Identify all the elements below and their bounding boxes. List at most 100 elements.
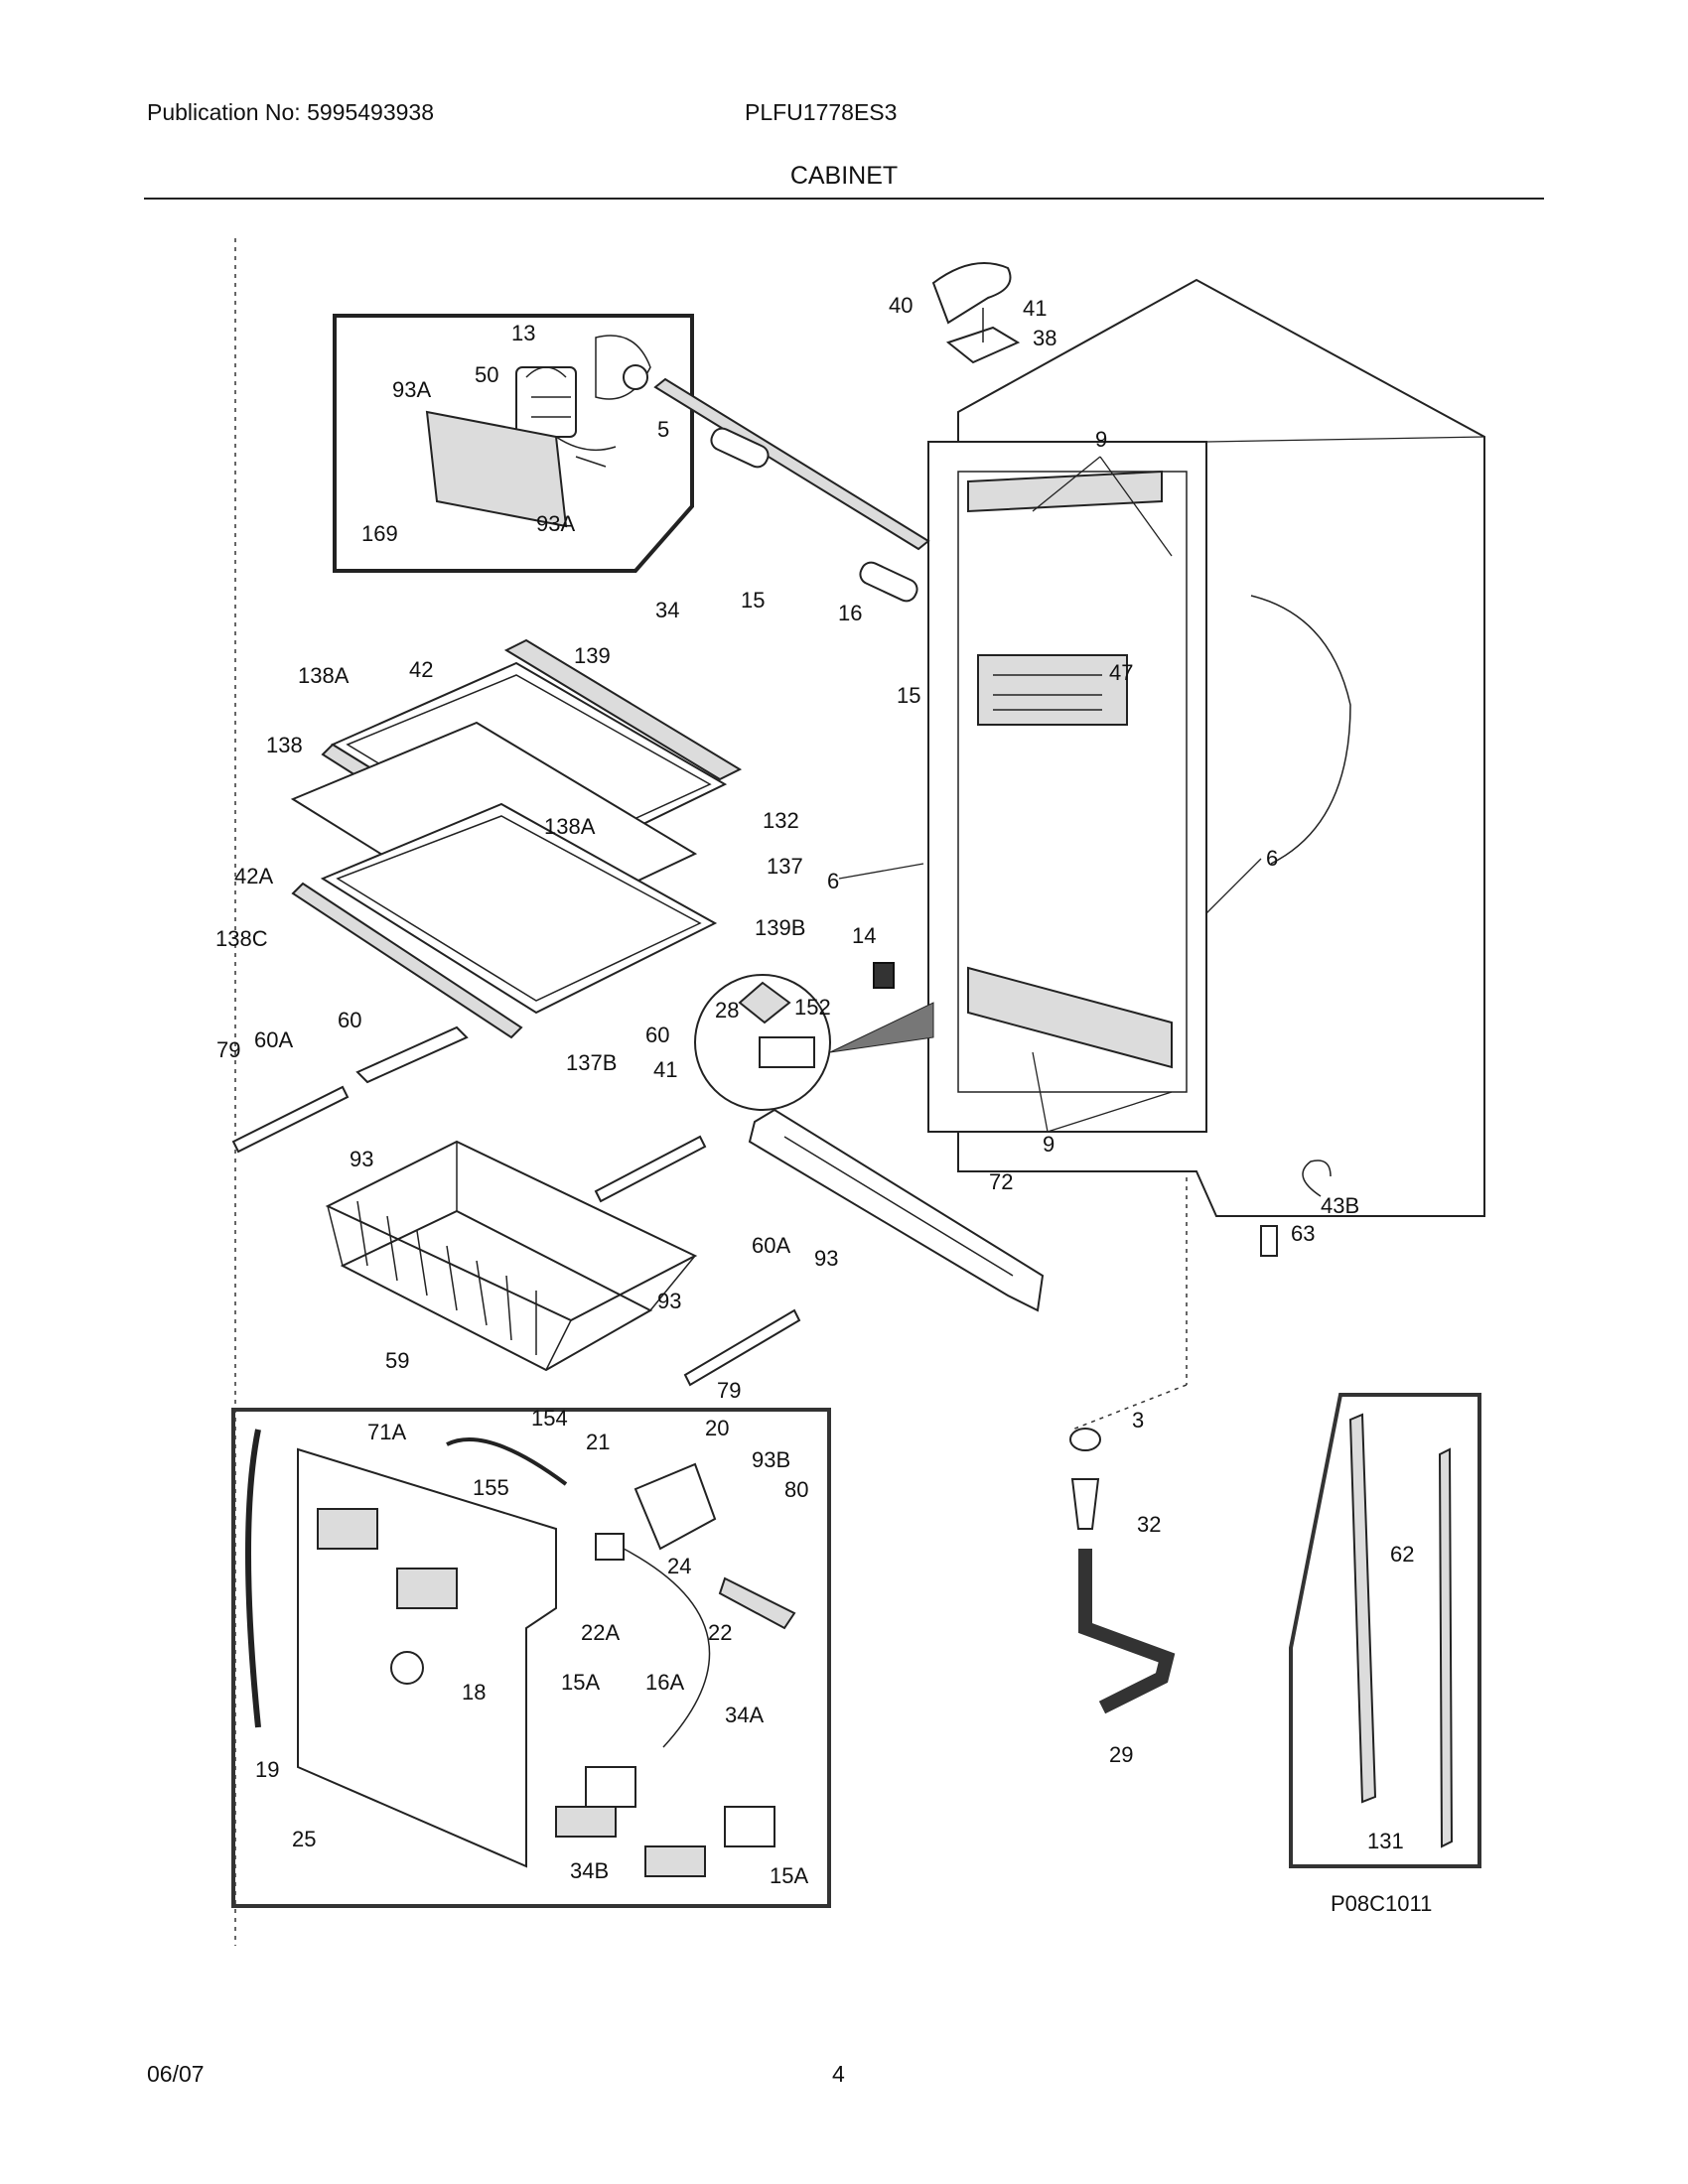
- callout-20: 20: [705, 1416, 729, 1440]
- fan-motor-inset: [333, 314, 694, 573]
- callout-72: 72: [989, 1169, 1013, 1194]
- light-bulb-lower: [859, 561, 918, 603]
- callout-43B: 43B: [1321, 1193, 1359, 1218]
- callout-137: 137: [767, 854, 803, 879]
- door-rail-131-b: [1438, 1447, 1454, 1848]
- rail-60-b: [594, 1135, 707, 1203]
- callout-62: 62: [1390, 1542, 1414, 1567]
- callout-15A-b: 15A: [770, 1863, 808, 1888]
- callout-132: 132: [763, 808, 799, 833]
- callout-93: 93: [350, 1147, 373, 1171]
- callout-42A: 42A: [234, 864, 273, 888]
- callout-6: 6: [1266, 846, 1278, 871]
- door-rail-inset: [1289, 1393, 1481, 1868]
- shelf-rail-34: [653, 377, 930, 551]
- callout-138A: 138A: [298, 663, 350, 688]
- callout-41-b: 41: [653, 1057, 677, 1082]
- callout-139B: 139B: [755, 915, 805, 940]
- callout-79-b: 79: [717, 1378, 741, 1403]
- callout-60A: 60A: [254, 1027, 293, 1052]
- glass-shelf-lower: [291, 802, 718, 1039]
- callout-15: 15: [741, 588, 765, 613]
- cap-3: [1069, 1428, 1101, 1451]
- callout-155: 155: [473, 1475, 509, 1500]
- callout-139: 139: [574, 643, 611, 668]
- callout-138A-b: 138A: [544, 814, 596, 839]
- callout-34: 34: [655, 598, 679, 622]
- callout-50: 50: [475, 362, 498, 387]
- callout-93A: 93A: [392, 377, 431, 402]
- control-housing: [245, 1429, 557, 1868]
- callout-9-b: 9: [1043, 1132, 1055, 1157]
- callout-80: 80: [784, 1477, 808, 1502]
- callout-47: 47: [1109, 660, 1133, 685]
- callout-169: 169: [361, 521, 398, 546]
- model-number: PLFU1778ES3: [745, 99, 898, 125]
- callout-16: 16: [838, 601, 862, 625]
- callout-21: 21: [586, 1430, 610, 1454]
- hinge-guide-line-2: [1071, 1384, 1188, 1431]
- callout-16A: 16A: [645, 1670, 684, 1695]
- page-number: 4: [832, 2061, 845, 2087]
- callout-24: 24: [667, 1554, 691, 1578]
- callout-93B: 93B: [752, 1447, 790, 1472]
- callout-15A: 15A: [561, 1670, 600, 1695]
- hinge-cover: [931, 262, 1012, 325]
- callout-18: 18: [462, 1680, 486, 1705]
- page-title: CABINET: [789, 162, 899, 190]
- rail-60A-b: [683, 1308, 801, 1387]
- callout-22: 22: [708, 1620, 732, 1645]
- header-divider: [144, 198, 1544, 200]
- callout-38: 38: [1033, 326, 1056, 350]
- wire-basket: [325, 1140, 698, 1372]
- light-housing-34A: [724, 1806, 775, 1847]
- callout-93-c: 93: [657, 1289, 681, 1313]
- callout-13: 13: [511, 321, 535, 345]
- callout-60-b: 60: [645, 1023, 669, 1047]
- hinge-pin-32: [1070, 1478, 1100, 1530]
- callout-28: 28: [715, 998, 739, 1023]
- callout-40: 40: [889, 293, 913, 318]
- rail-60: [355, 1025, 469, 1084]
- drain-tube-29: [1078, 1549, 1176, 1714]
- capillary-22A: [623, 1548, 711, 1748]
- callout-6-b: 6: [827, 869, 839, 893]
- callout-29: 29: [1109, 1742, 1133, 1767]
- callout-22A: 22A: [581, 1620, 620, 1645]
- callout-15-b: 15: [897, 683, 920, 708]
- thermostat-cover-20: [633, 1462, 717, 1551]
- callout-41: 41: [1023, 296, 1047, 321]
- light-bulb-upper: [710, 427, 770, 469]
- bracket-22: [718, 1576, 796, 1630]
- callout-60A-b: 60A: [752, 1233, 790, 1258]
- callout-152: 152: [794, 995, 831, 1020]
- light-housing-16A: [585, 1766, 636, 1808]
- harness-154: [446, 1437, 568, 1486]
- rail-60A: [231, 1085, 350, 1154]
- cabinet-body: [927, 278, 1485, 1217]
- callout-60: 60: [338, 1008, 361, 1032]
- callout-14: 14: [852, 923, 876, 948]
- switch-14: [873, 962, 895, 989]
- top-hinge: [945, 326, 1021, 364]
- callout-93-b: 93: [814, 1246, 838, 1271]
- callout-34B: 34B: [570, 1858, 609, 1883]
- callout-71A: 71A: [367, 1420, 406, 1444]
- callout-19: 19: [255, 1757, 279, 1782]
- publication-number: Publication No: 5995493938: [147, 99, 435, 125]
- clip-43B: [1302, 1160, 1332, 1197]
- callout-25: 25: [292, 1827, 316, 1851]
- light-shield-upper: [555, 1806, 617, 1838]
- callout-59: 59: [385, 1348, 409, 1373]
- footer-date: 06/07: [147, 2061, 205, 2087]
- door-rail-131: [1348, 1413, 1377, 1804]
- thermostat-21: [595, 1533, 625, 1561]
- callout-131: 131: [1367, 1829, 1404, 1853]
- light-shield-34B: [644, 1845, 706, 1877]
- callout-154: 154: [531, 1406, 568, 1431]
- diagram-code: P08C1011: [1331, 1891, 1432, 1916]
- callout-42: 42: [409, 657, 433, 682]
- callout-3: 3: [1132, 1408, 1144, 1433]
- control-housing-inset: [231, 1408, 831, 1908]
